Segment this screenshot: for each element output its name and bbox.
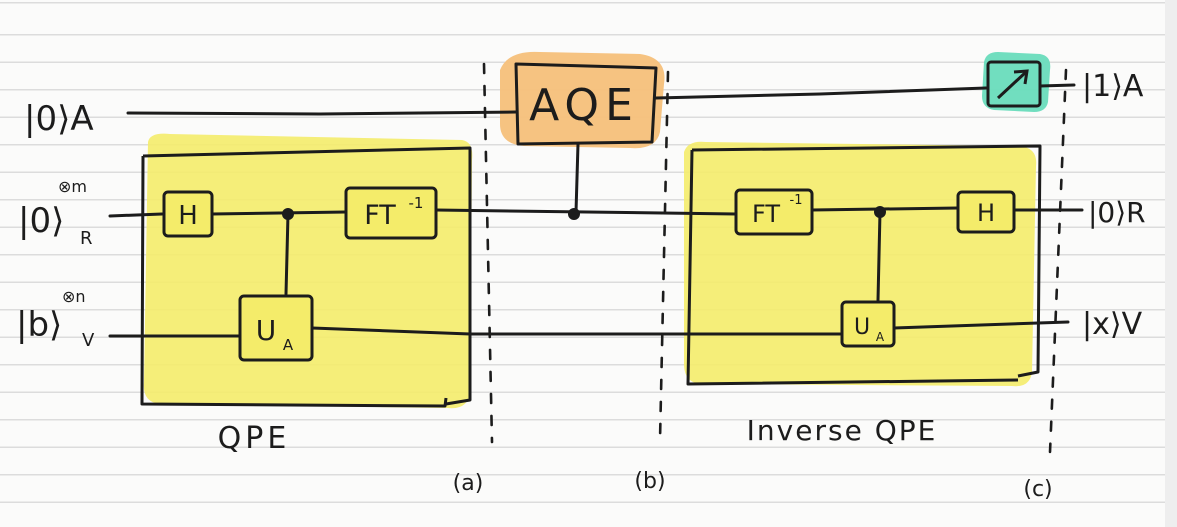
register-wire-3: [434, 208, 738, 216]
qpe-control-dot: [282, 208, 294, 220]
svg-text:H: H: [977, 199, 995, 227]
inverse-ft-gate-qpe: FT -1: [344, 186, 438, 240]
aqe-highlight: [500, 51, 665, 149]
inverse-control-dot: [874, 206, 886, 218]
stage-a-separator: [482, 62, 494, 444]
ancilla-output-ket: |1⟩A: [1082, 69, 1144, 104]
vector-subscript: V: [82, 330, 95, 351]
ancilla-wire-mid: [654, 86, 988, 100]
svg-text:U: U: [854, 315, 870, 340]
register-wire-1: [108, 212, 164, 218]
svg-text:FT: FT: [364, 200, 396, 231]
qpe-control-line: [284, 212, 290, 296]
register-subscript: R: [80, 228, 93, 249]
register-wire-2: [210, 210, 348, 216]
aqe-control-dot: [568, 208, 580, 220]
register-tensor-power: ⊗m: [58, 177, 87, 196]
ancilla-input-ket: |0⟩A: [24, 99, 94, 139]
hadamard-gate-qpe: H: [162, 190, 214, 238]
stage-b-separator: [658, 70, 670, 442]
vector-input-ket: |b⟩: [16, 305, 62, 345]
svg-text:-1: -1: [790, 193, 803, 208]
vector-wire-2: [310, 326, 842, 336]
stage-c-label: (c): [1023, 477, 1052, 502]
unitary-gate-inverse: U A: [840, 300, 896, 348]
measurement-meter-icon: [996, 69, 1029, 100]
inverse-control-line: [876, 210, 882, 302]
hadamard-gate-inverse: H: [956, 190, 1016, 234]
vector-wire-3: [892, 320, 1070, 330]
aqe-control-line: [574, 142, 580, 214]
ancilla-wire-in: [126, 110, 518, 116]
inverse-ft-gate-inverse: FT -1: [734, 188, 814, 236]
svg-text:FT: FT: [752, 200, 780, 228]
svg-text:A: A: [876, 330, 885, 344]
aqe-box: [514, 62, 658, 146]
stage-a-label: (a): [453, 471, 484, 496]
inverse-qpe-highlight: [684, 141, 1037, 387]
vector-tensor-power: ⊗n: [62, 287, 86, 306]
inverse-qpe-block: [686, 144, 1042, 386]
vector-output-ket: |x⟩V: [1082, 307, 1143, 342]
stage-b-label: (b): [634, 469, 665, 494]
register-output-ket: |0⟩R: [1088, 196, 1146, 229]
stage-c-separator: [1048, 68, 1068, 454]
inverse-qpe-label: Inverse QPE: [747, 414, 938, 447]
aqe-label: AQE: [529, 80, 639, 131]
qpe-label: QPE: [218, 421, 291, 456]
svg-text:-1: -1: [409, 194, 424, 212]
ancilla-wire-out: [1038, 83, 1076, 88]
qpe-highlight: [143, 133, 473, 409]
qpe-block: [140, 146, 472, 408]
measurement-gate: [986, 60, 1042, 108]
register-input-ket: |0⟩: [18, 201, 64, 241]
svg-text:A: A: [283, 336, 294, 354]
svg-text:H: H: [178, 201, 198, 231]
unitary-gate-qpe: U A: [238, 294, 314, 362]
svg-text:U: U: [256, 314, 277, 347]
page-edge: [1165, 0, 1177, 527]
